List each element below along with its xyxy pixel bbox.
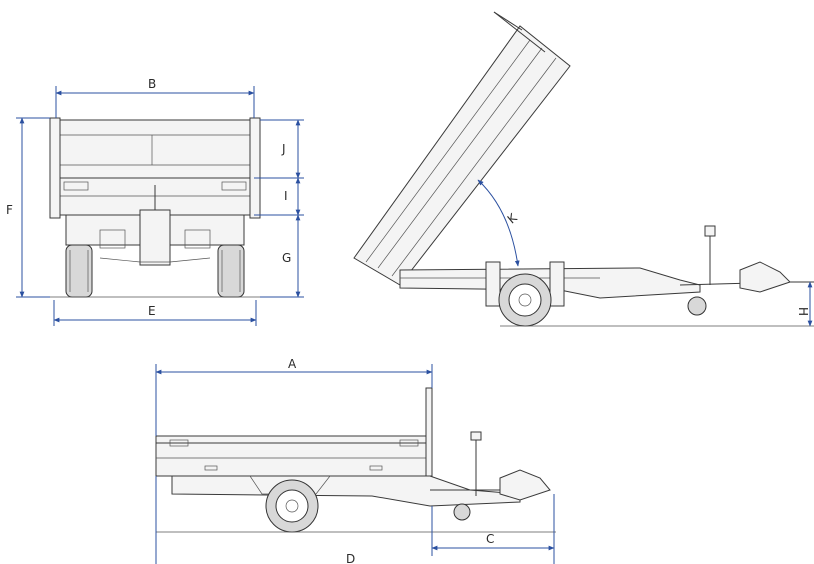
side-view [155,387,556,533]
side-dimensions: A C D [155,357,555,564]
label-F: F [6,203,13,217]
label-H: H [796,307,810,316]
label-C: C [486,532,494,546]
height-dimension-H: H [796,281,813,327]
label-I: I [284,189,288,203]
rear-view [49,117,261,298]
label-E: E [148,304,156,318]
label-G: G [282,251,291,265]
label-D: D [346,552,355,564]
label-B: B [148,77,156,91]
rear-dimensions: B E F J I G [6,77,304,326]
label-J: J [281,142,286,156]
label-A: A [288,357,297,371]
tipped-side-view: K [353,11,814,327]
